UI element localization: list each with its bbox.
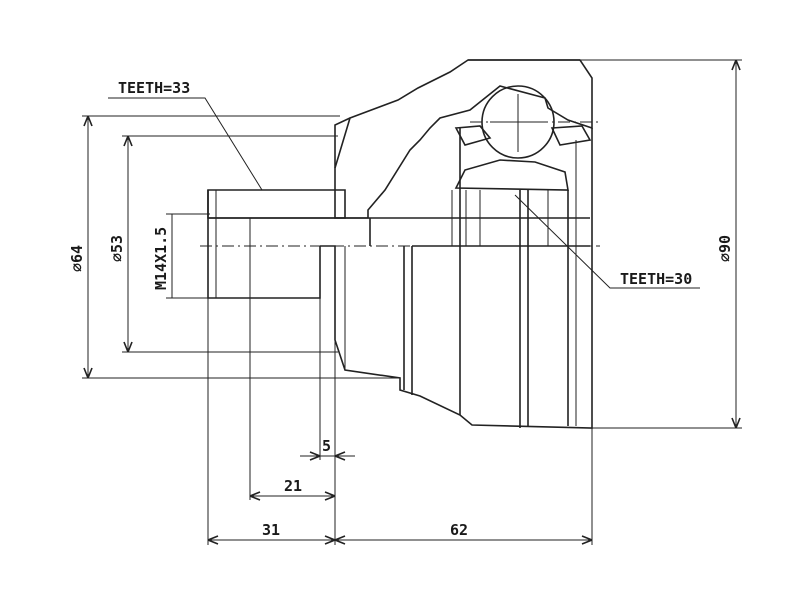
threaded-end-outline (207, 190, 321, 299)
dim-thread: M14X1.5 (152, 227, 170, 290)
callout-teeth-outer: TEETH=33 (118, 79, 190, 97)
cage-section (454, 125, 492, 146)
cage-section-right (550, 125, 592, 146)
dim-len-5: 5 (322, 437, 331, 455)
dim-len-21: 21 (284, 477, 302, 495)
stub-shaft-outline (320, 128, 593, 429)
dim-dia-64: ⌀64 (68, 245, 86, 272)
stub-shaft-section (207, 189, 346, 219)
centerlines (200, 121, 600, 247)
hatched-sections (207, 59, 593, 219)
dim-len-62: 62 (450, 521, 468, 539)
part-outline (207, 59, 593, 429)
callout-teeth-inner: TEETH=30 (620, 270, 692, 288)
inner-race-section (454, 159, 569, 191)
housing-section (334, 59, 593, 219)
dim-dia-90: ⌀90 (716, 235, 734, 262)
callout-leaders (108, 97, 700, 289)
dim-dia-53: ⌀53 (108, 235, 126, 262)
dim-len-31: 31 (262, 521, 280, 539)
dimension-lines (82, 59, 742, 545)
